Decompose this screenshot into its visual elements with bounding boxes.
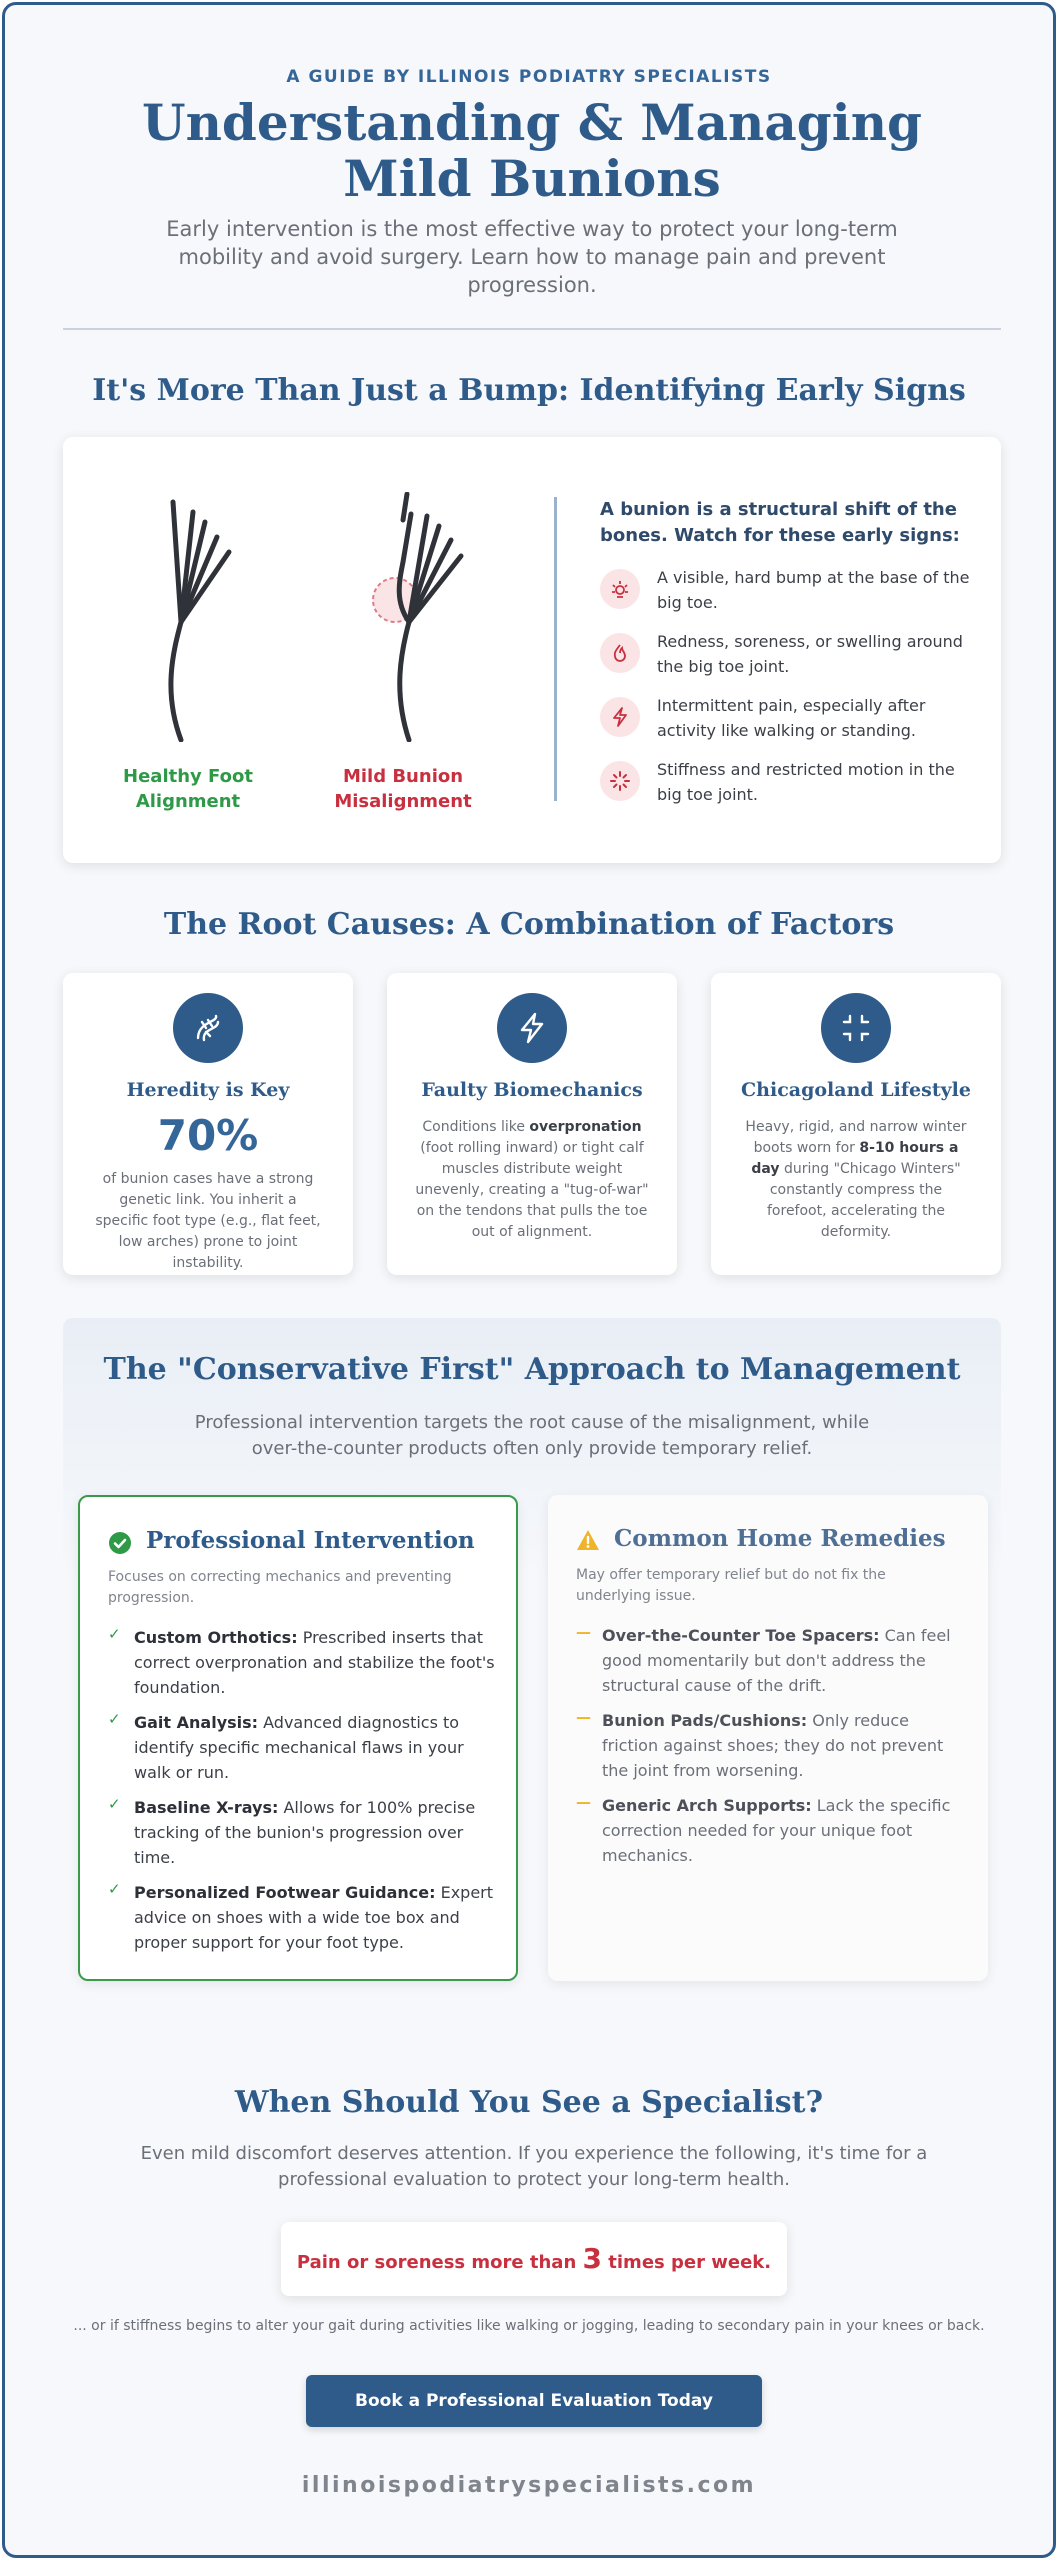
footer-url[interactable]: illinoispodiatryspecialists.com (301, 2473, 757, 2498)
vertical-divider (554, 497, 557, 801)
approach-title: The "Conservative First" Approach to Man… (103, 1352, 961, 1387)
alert-box: Pain or soreness more than 3 times per w… (281, 2222, 787, 2296)
sign-item: Intermittent pain, especially after acti… (600, 693, 980, 753)
spinner-icon (600, 761, 640, 801)
bunion-foot-icon (372, 492, 464, 742)
warning-icon (577, 1530, 599, 1550)
dash-icon: — (576, 1793, 591, 1811)
cause-card-heredity: Heredity is Key 70% of bunion cases have… (63, 973, 353, 1275)
cause-text: Conditions like overpronation (foot roll… (415, 1119, 649, 1240)
sign-text: Stiffness and restricted motion in the b… (657, 760, 955, 804)
lightning-icon (497, 993, 567, 1063)
cause-card-lifestyle: Chicagoland Lifestyle Heavy, rigid, and … (711, 973, 1001, 1275)
bunion-foot-label: Mild Bunion Misalignment (334, 766, 472, 812)
lightning-icon (600, 697, 640, 737)
cause-title: Faulty Biomechanics (421, 1079, 643, 1101)
approach-subtitle: Professional intervention targets the ro… (194, 1412, 870, 1459)
book-evaluation-button[interactable]: Book a Professional Evaluation Today (306, 2375, 762, 2427)
check-icon: ✓ (108, 1880, 121, 1898)
heredity-stat: 70% (157, 1111, 259, 1160)
check-icon: ✓ (108, 1710, 121, 1728)
cause-card-biomechanics: Faulty Biomechanics Conditions like over… (387, 973, 677, 1275)
sign-text: Redness, soreness, or swelling around th… (657, 632, 963, 676)
home-title: Common Home Remedies (614, 1525, 946, 1552)
signs-card: Healthy Foot Alignment Mild Bunion Misal… (63, 437, 1001, 863)
check-icon: ✓ (108, 1625, 121, 1643)
sign-text: A visible, hard bump at the base of the … (657, 568, 970, 612)
fine-print: ... or if stiffness begins to alter your… (73, 2318, 985, 2334)
check-circle-icon (109, 1532, 131, 1554)
alert-number: 3 (582, 2242, 603, 2275)
signs-intro: A bunion is a structural shift of the bo… (600, 499, 960, 546)
professional-card: Professional Intervention Focuses on cor… (78, 1495, 518, 1981)
dna-icon (173, 993, 243, 1063)
compress-icon (821, 993, 891, 1063)
kicker: A GUIDE BY ILLINOIS PODIATRY SPECIALISTS (286, 67, 772, 87)
professional-title: Professional Intervention (146, 1527, 475, 1554)
cause-text: of bunion cases have a strong genetic li… (95, 1171, 321, 1271)
alert-text: Pain or soreness more than 3 times per w… (296, 2242, 772, 2275)
cause-title: Chicagoland Lifestyle (741, 1079, 971, 1101)
signs-heading: It's More Than Just a Bump: Identifying … (92, 373, 966, 408)
page-subtitle: Early intervention is the most effective… (166, 217, 898, 297)
home-remedies-card: Common Home Remedies May offer temporary… (548, 1495, 988, 1981)
approach-section: The "Conservative First" Approach to Man… (63, 1318, 1001, 2018)
sun-icon (600, 569, 640, 609)
dash-icon: — (576, 1623, 591, 1641)
dash-icon: — (576, 1708, 591, 1726)
causes-heading: The Root Causes: A Combination of Factor… (163, 907, 895, 942)
professional-desc: Focuses on correcting mechanics and prev… (108, 1569, 452, 1606)
check-icon: ✓ (108, 1795, 121, 1813)
sign-text: Intermittent pain, especially after acti… (657, 696, 926, 740)
cause-title: Heredity is Key (126, 1079, 290, 1101)
healthy-foot-label: Healthy Foot Alignment (123, 766, 253, 812)
specialist-heading: When Should You See a Specialist? (234, 2085, 824, 2120)
sign-item: Stiffness and restricted motion in the b… (600, 757, 980, 817)
page-title: Understanding & Managing Mild Bunions (141, 93, 923, 208)
specialist-subtitle: Even mild discomfort deserves attention.… (140, 2143, 928, 2190)
flame-icon (600, 633, 640, 673)
sign-item: A visible, hard bump at the base of the … (600, 565, 980, 625)
divider (63, 328, 1001, 330)
healthy-foot-icon (168, 499, 232, 742)
cause-text: Heavy, rigid, and narrow winter boots wo… (745, 1119, 967, 1240)
home-desc: May offer temporary relief but do not fi… (576, 1567, 886, 1604)
sign-item: Redness, soreness, or swelling around th… (600, 629, 980, 689)
